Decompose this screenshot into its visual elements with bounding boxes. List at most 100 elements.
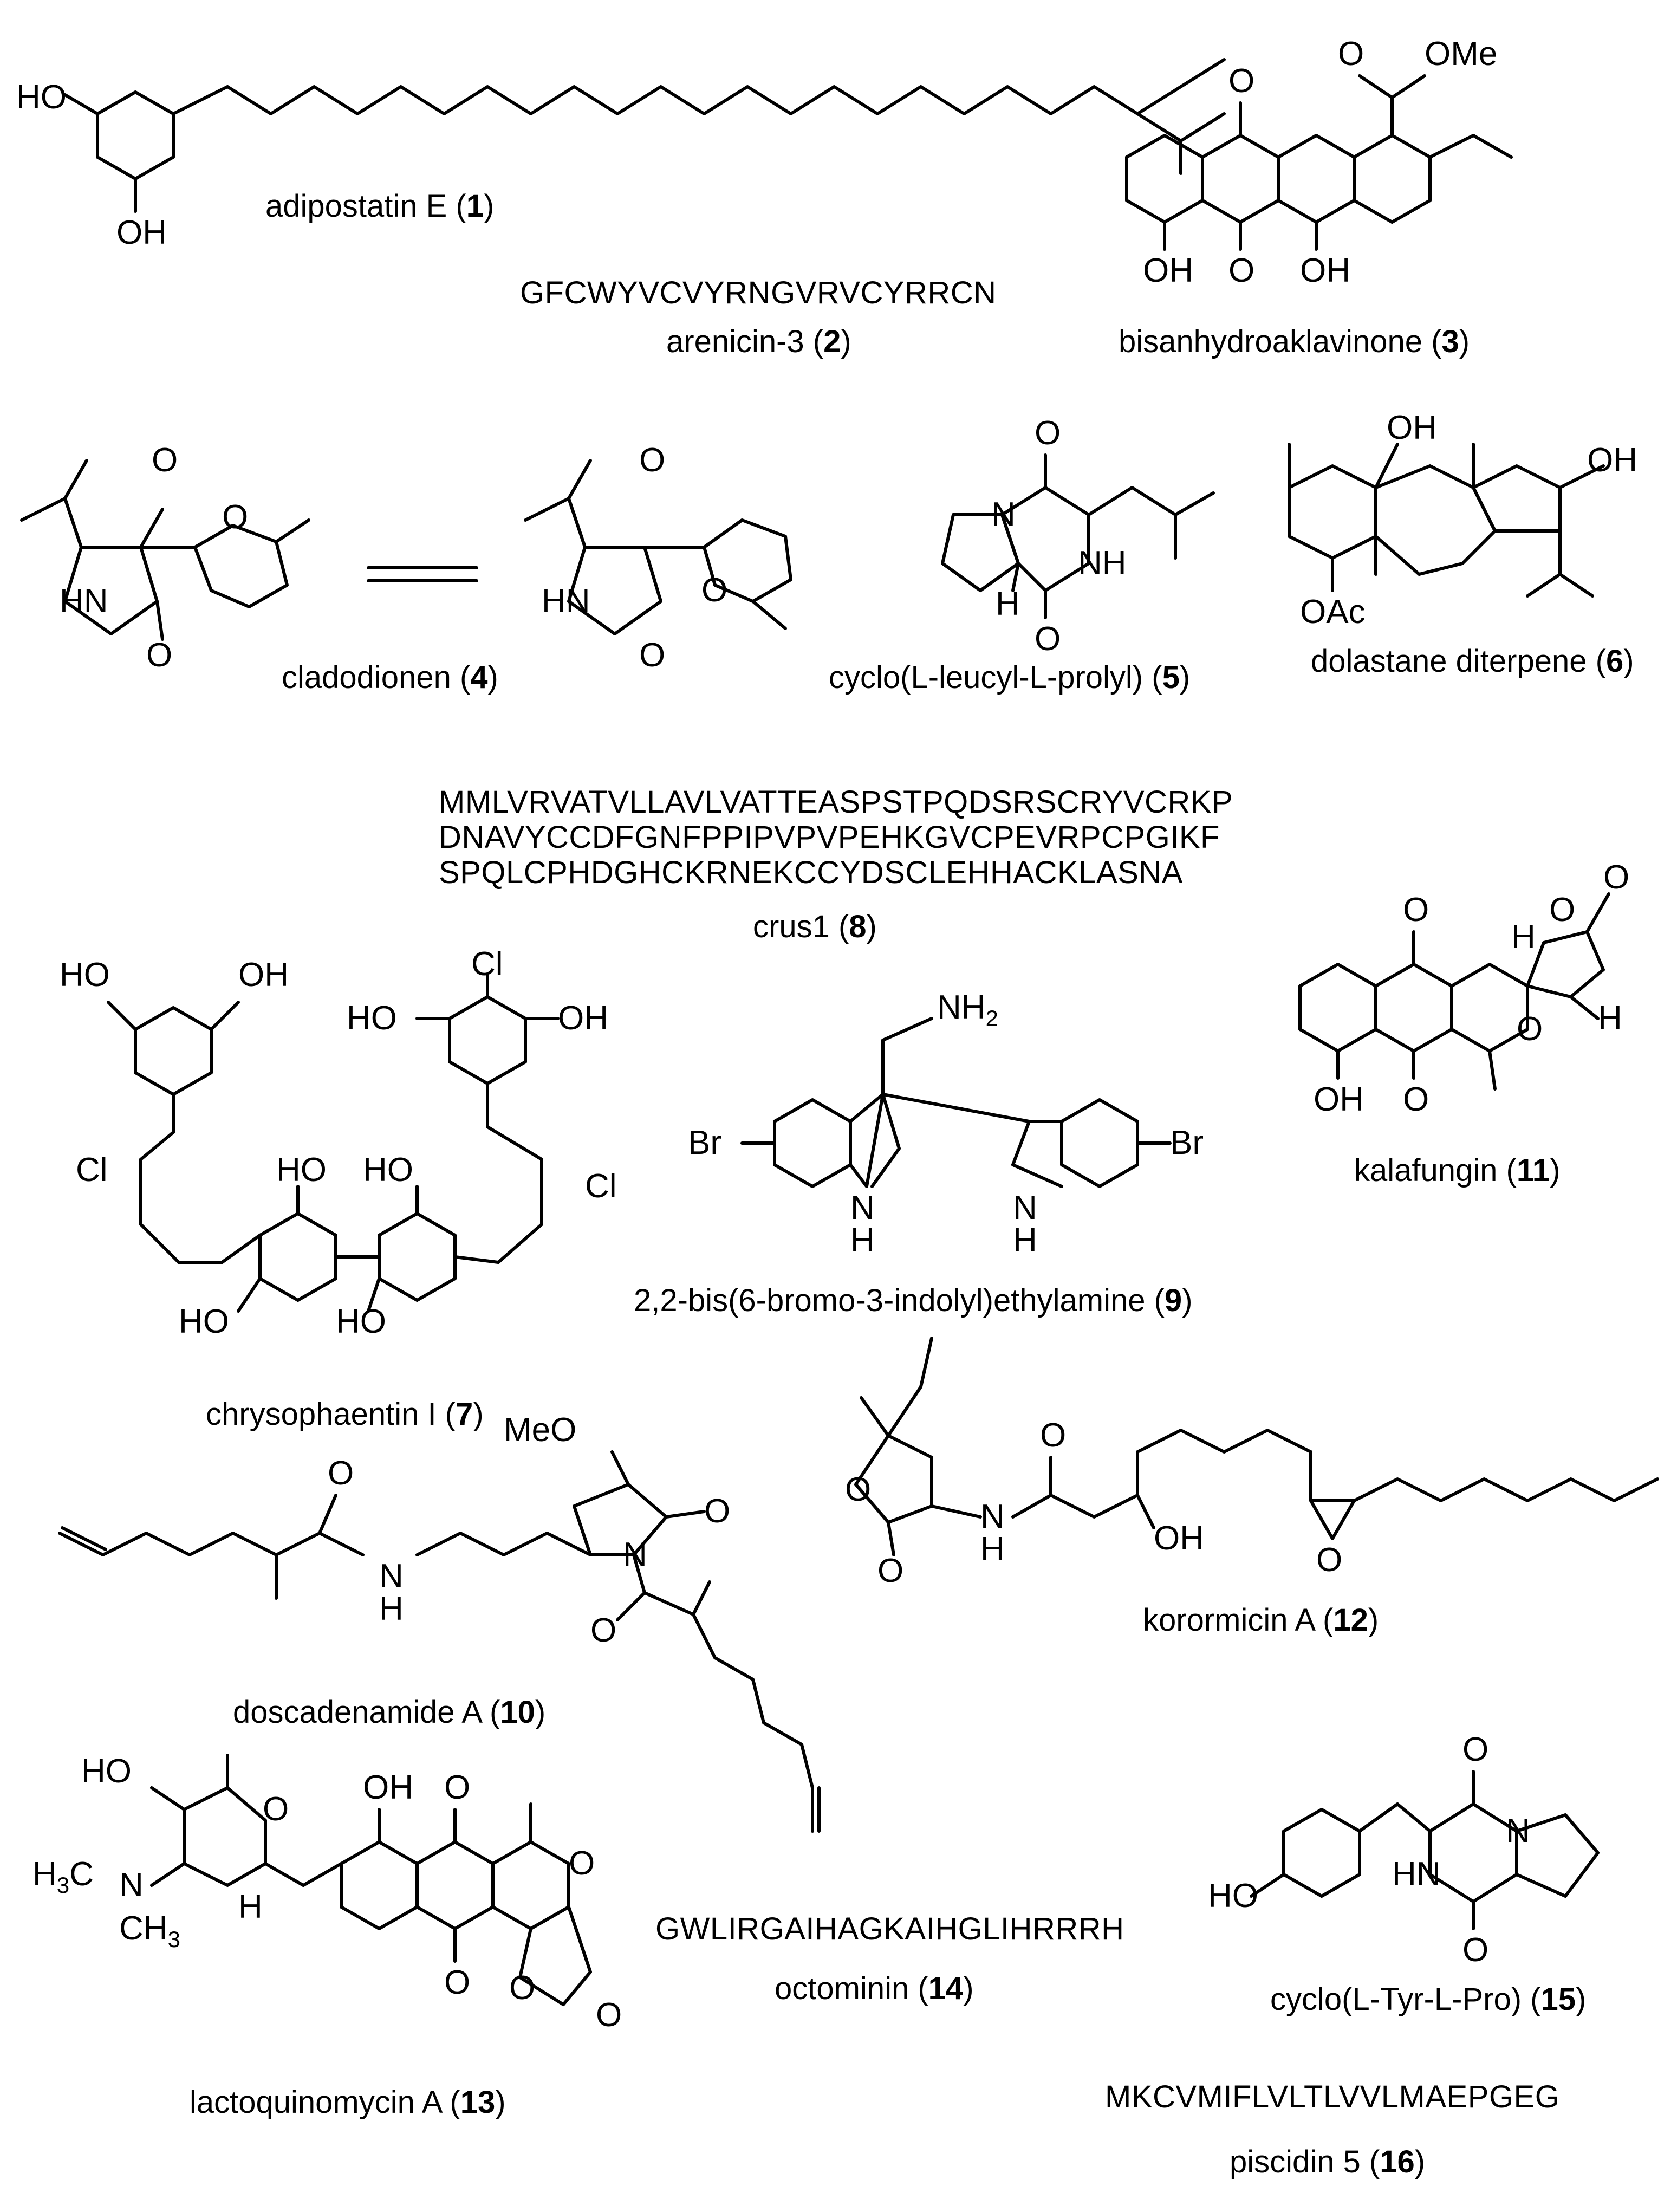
structure-chrysophaentin-i xyxy=(107,974,560,1313)
atom-label-nh2: NH2 xyxy=(937,989,998,1031)
compound-name-10: doscadenamide A (10) xyxy=(233,1695,545,1730)
structure-adipostatin-e xyxy=(63,58,1226,213)
compound-name-14: octominin (14) xyxy=(775,1971,974,2006)
atom-label-br: Br xyxy=(1170,1124,1204,1162)
atom-label-o: O xyxy=(877,1552,903,1590)
atom-label-ome: OMe xyxy=(1425,35,1497,73)
atom-label-o: O xyxy=(263,1791,289,1828)
atom-label-o: O xyxy=(569,1845,595,1882)
compound-name-6: dolastane diterpene (6) xyxy=(1311,644,1634,679)
structure-cyclo-leu-pro xyxy=(941,453,1215,619)
atom-label-o: O xyxy=(1517,1010,1543,1048)
compound-name-5: cyclo(L-leucyl-L-prolyl) (5) xyxy=(829,660,1190,695)
atom-label-hn: HN xyxy=(60,582,108,620)
atom-label-o: O xyxy=(1228,252,1254,289)
atom-label-br: Br xyxy=(688,1124,721,1162)
atom-label-ho: HO xyxy=(60,956,110,994)
atom-label-o: O xyxy=(1035,414,1061,452)
atom-label-cl: Cl xyxy=(585,1167,617,1205)
peptide-sequence-14: GWLIRGAIHAGKAIHGLIHRRRH xyxy=(655,1911,1124,1947)
structure-korormicin-a xyxy=(854,1337,1659,1556)
atom-label-h: H xyxy=(1511,918,1536,956)
atom-label-o: O xyxy=(1403,1081,1429,1118)
peptide-sequence-8-line-1: MMLVRVATVLLAVLVATTEASPSTPQDSRSCRYVCRKP xyxy=(439,784,1233,820)
structure-lactoquinomycin-a xyxy=(150,1754,592,2006)
atom-label-o: O xyxy=(152,442,178,479)
atom-label-hn: HN xyxy=(542,582,590,620)
atom-label-hn: HN xyxy=(1392,1856,1441,1893)
peptide-sequence-8-line-2: DNAVYCCDFGNFPPIPVPVPEHKGVCPEVRPCPGIKF xyxy=(439,820,1220,855)
atom-label-ho: HO xyxy=(276,1151,327,1189)
structure-dolastane-diterpene xyxy=(1288,443,1605,598)
compound-name-3: bisanhydroaklavinone (3) xyxy=(1119,324,1470,359)
atom-label-cl: Cl xyxy=(76,1151,108,1189)
atom-label-o: O xyxy=(1316,1541,1342,1579)
atom-label-oh: OH xyxy=(1314,1081,1364,1118)
atom-label-o: O xyxy=(639,637,665,674)
atom-label-ho: HO xyxy=(363,1151,413,1189)
atom-label-h: H xyxy=(379,1590,404,1627)
atom-label-o: O xyxy=(1338,35,1364,73)
atom-label-meo: MeO xyxy=(504,1411,576,1449)
atom-label-o: O xyxy=(328,1455,354,1492)
atom-label-oh: OH xyxy=(1587,442,1637,479)
atom-label-ho: HO xyxy=(16,79,67,116)
atom-label-ho: HO xyxy=(1208,1877,1258,1915)
atom-label-ho: HO xyxy=(179,1303,229,1340)
atom-label-o: O xyxy=(1549,891,1575,929)
compound-name-16: piscidin 5 (16) xyxy=(1230,2144,1425,2179)
atom-label-nh-left: N xyxy=(850,1189,875,1227)
compound-name-4: cladodionen (4) xyxy=(282,660,498,695)
atom-label-ch3: CH3 xyxy=(119,1910,180,1952)
atom-label-h: H xyxy=(1013,1222,1037,1259)
atom-label-h3c: H3C xyxy=(32,1856,94,1898)
atom-label-o: O xyxy=(444,1964,470,2001)
atom-label-h: H xyxy=(1598,1000,1622,1037)
atom-label-nh: NH xyxy=(1078,544,1127,582)
atom-label-o: O xyxy=(701,572,727,609)
compound-name-12: korormicin A (12) xyxy=(1143,1603,1379,1638)
atom-label-o: O xyxy=(1040,1417,1066,1454)
atom-label-o: O xyxy=(1462,1931,1488,1969)
structure-doscadenamide-a xyxy=(58,1450,821,1833)
atom-label-ho: HO xyxy=(347,1000,397,1037)
atom-label-oac: OAc xyxy=(1300,593,1366,631)
atom-label-oh: OH xyxy=(1387,409,1437,446)
atom-label-oh: OH xyxy=(1154,1520,1204,1557)
compound-name-8: crus1 (8) xyxy=(753,909,877,944)
compound-name-2: arenicin-3 (2) xyxy=(666,324,851,359)
atom-label-h: H xyxy=(996,585,1020,622)
atom-label-oh: OH xyxy=(238,956,289,994)
atom-label-o: O xyxy=(1462,1731,1488,1768)
atom-label-o: O xyxy=(704,1493,730,1530)
atom-label-o: O xyxy=(146,637,172,674)
atom-label-o: O xyxy=(845,1471,871,1508)
atom-label-o: O xyxy=(596,1996,622,2034)
atom-label-oh: OH xyxy=(558,1000,608,1037)
atom-label-n: N xyxy=(623,1536,647,1573)
atom-label-o: O xyxy=(1403,891,1429,929)
compound-name-9: 2,2-bis(6-bromo-3-indolyl)ethylamine (9) xyxy=(634,1283,1193,1318)
atom-label-ho: HO xyxy=(336,1303,386,1340)
peptide-sequence-2: GFCWYVCVYRNGVRVCYRRCN xyxy=(520,275,997,310)
atom-label-cl: Cl xyxy=(471,945,503,983)
peptide-sequence-8-line-3: SPQLCPHDGHCKRNEKCCYDSCLEHHACKLASNA xyxy=(439,855,1183,890)
structure-kalafungin xyxy=(1298,892,1610,1091)
structure-cladodionen xyxy=(20,459,792,641)
peptide-sequence-16: MKCVMIFLVLTLVVLMAEPGEG xyxy=(1105,2079,1559,2114)
atom-label-h: H xyxy=(980,1530,1005,1568)
atom-label-o: O xyxy=(639,442,665,479)
atom-label-n: N xyxy=(1506,1812,1530,1850)
atom-label-o: O xyxy=(1603,859,1629,896)
structure-bisanhydroaklavinone xyxy=(1125,74,1513,251)
atom-label-o: O xyxy=(590,1612,616,1649)
atom-label-ho: HO xyxy=(81,1753,132,1790)
atom-label-n: N xyxy=(980,1498,1005,1535)
atom-label-oh: OH xyxy=(116,214,167,251)
atom-label-n: N xyxy=(119,1866,144,1904)
atom-label-o: O xyxy=(1228,62,1254,100)
compound-name-13: lactoquinomycin A (13) xyxy=(190,2085,506,2120)
compound-name-1: adipostatin E (1) xyxy=(265,189,494,224)
atom-label-n: N xyxy=(379,1558,404,1595)
atom-label-h: H xyxy=(850,1222,875,1259)
